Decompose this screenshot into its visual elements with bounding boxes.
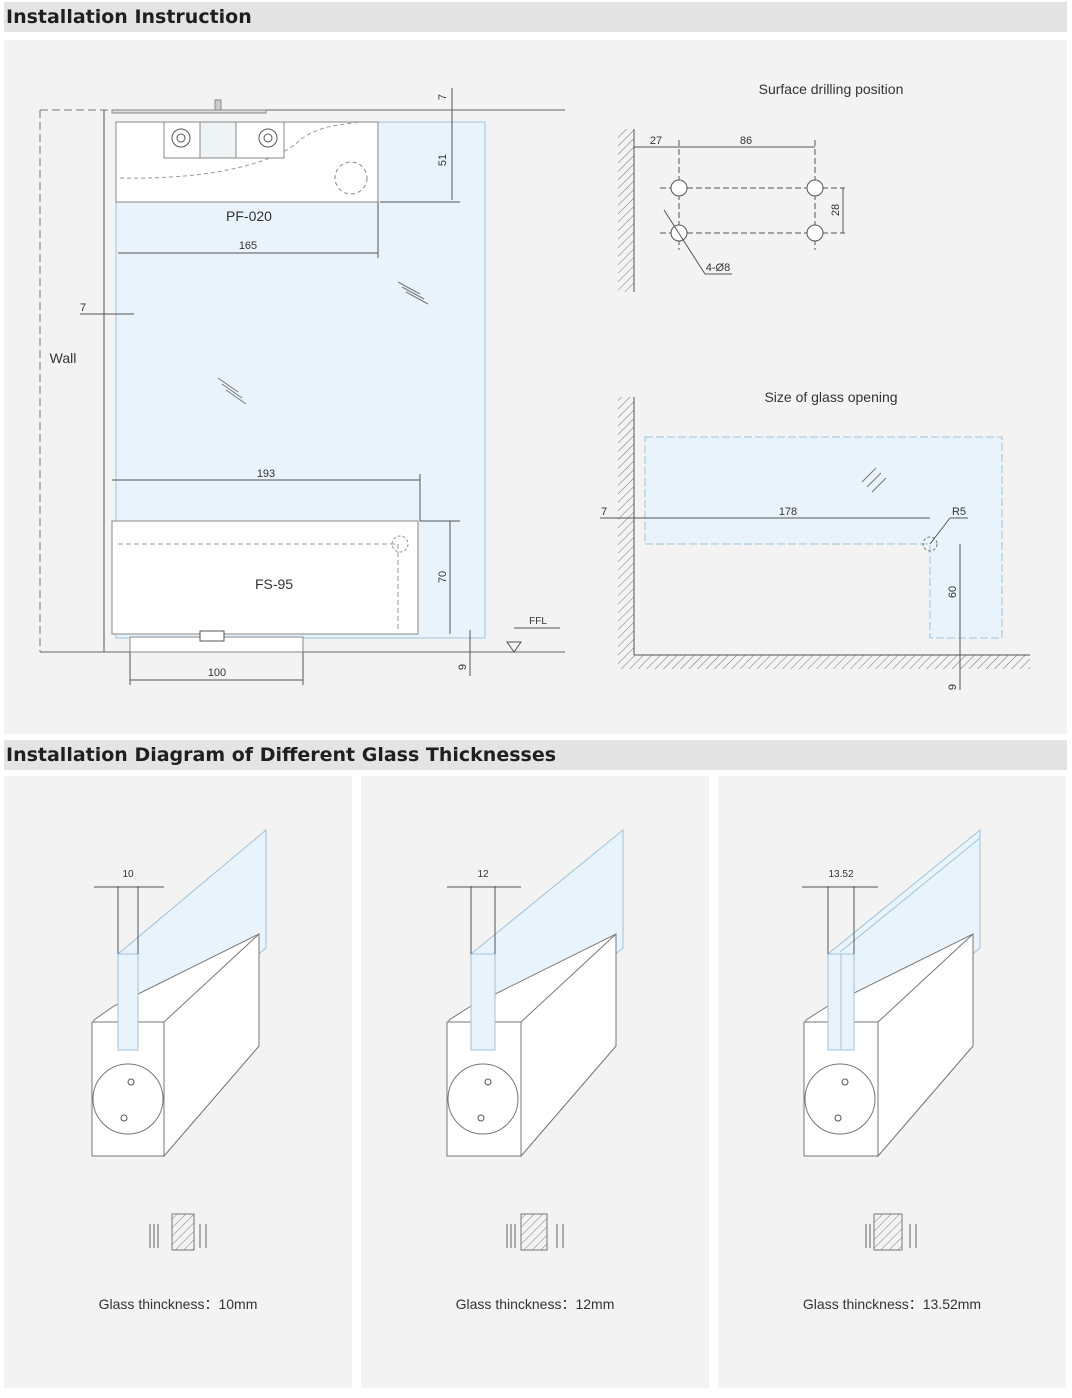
hole-spec: 4-Ø8 [706,262,730,274]
dim-opening-floor: 9 [947,684,959,690]
glass-card-10: 10 Glass thinckness：10mm [4,776,352,1388]
fitting-sketch: 13.52 [802,828,981,1251]
dim-top-width: 165 [239,240,257,252]
glass-dim: 10 [122,869,134,880]
fitting-sketch: 12 [446,828,624,1251]
dim-opening-wall: 7 [601,506,607,518]
hole [806,179,824,197]
dim-bottom-height: 70 [437,571,449,583]
dim-wall-gap: 7 [80,302,86,314]
glass-thickness-header: Installation Diagram of Different Glass … [4,740,1067,770]
hole [670,179,688,197]
glass-caption: Glass thinckness：10mm [98,1296,258,1312]
dim-top-gap: 7 [437,94,449,100]
dim-edge: 27 [650,135,662,147]
installation-instruction-header: Installation Instruction [4,2,1067,32]
opening-diagram: Size of glass opening 7 178 R5 60 9 [600,389,1030,690]
dim-top-height: 51 [437,154,449,166]
installation-drawing: 7 51 PF-020 165 7 Wall FS-95 193 [39,81,1030,690]
dim-base-width: 100 [208,667,226,679]
hole [806,224,824,242]
top-fitting-body [115,121,379,203]
dim-spacing: 86 [740,135,752,147]
glass-caption: Glass thinckness：13.52mm [802,1296,982,1312]
wall-label: Wall [50,350,77,366]
door-elevation: 7 51 PF-020 165 7 Wall FS-95 193 [39,88,565,685]
opening-title: Size of glass opening [764,389,897,405]
drilling-diagram: Surface drilling position 27 86 28 4-Ø8 [618,81,903,292]
dim-opening-width: 178 [779,506,797,518]
bottom-fitting-label: FS-95 [255,576,293,592]
opening-glass [644,436,1003,639]
installation-instruction-panel: 7 51 PF-020 165 7 Wall FS-95 193 [4,40,1067,734]
glass-dim: 13.52 [828,869,853,880]
glass-card-1352: 13.52 Glass thinckness：13.52mm [718,776,1066,1388]
radius-label: R5 [952,506,966,518]
dim-vertical: 28 [830,204,842,216]
bottom-fitting-body [111,520,419,635]
dim-floor-gap: 9 [457,664,469,670]
glass-dim: 12 [477,869,489,880]
fitting-sketch: 10 [91,828,267,1251]
dim-opening-height: 60 [947,586,959,598]
drilling-title: Surface drilling position [759,81,904,97]
ffl-label: FFL [529,616,547,627]
dim-bottom-width: 193 [257,468,275,480]
glass-caption: Glass thinckness：12mm [455,1296,615,1312]
glass-card-12: 12 Glass thinckness：12mm [361,776,709,1388]
top-fitting-label: PF-020 [226,208,272,224]
